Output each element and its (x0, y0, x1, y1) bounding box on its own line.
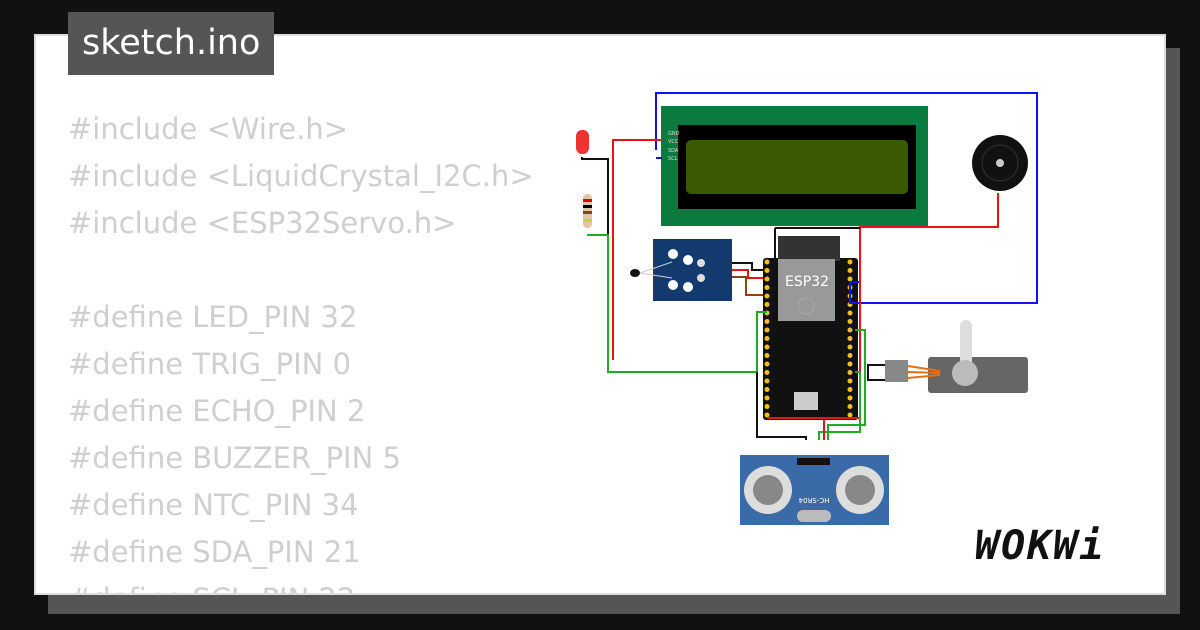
header-pin (847, 259, 853, 265)
header-pin (847, 387, 853, 392)
header-pin (764, 404, 770, 409)
header-pin (847, 319, 853, 324)
code-line: #define SCL_PIN 22 (68, 576, 534, 593)
code-line: #define ECHO_PIN 2 (68, 394, 366, 428)
sketch-title: sketch.ino (68, 12, 275, 75)
lcd-display: GND VCC SDA SCL (661, 106, 928, 226)
header-pin (764, 370, 770, 375)
lcd-pin-gnd: GND (668, 131, 680, 137)
header-pin (764, 336, 770, 341)
header-pin (764, 259, 770, 265)
header-pin (847, 344, 853, 350)
header-pin (847, 361, 853, 367)
header-pin (847, 276, 853, 282)
code-line: #define TRIG_PIN 0 (68, 347, 352, 381)
wires (581, 92, 1038, 440)
header-pin (764, 285, 770, 290)
code-line: #include <ESP32Servo.h> (68, 206, 457, 240)
code-line: #define SDA_PIN 21 (68, 535, 361, 569)
header-pin (764, 344, 770, 350)
code-line: #define BUZZER_PIN 5 (68, 441, 401, 475)
header-pin (847, 268, 853, 273)
lcd-pin-scl: SCL (668, 156, 678, 162)
header-pin (764, 387, 770, 392)
header-pin (847, 370, 853, 375)
header-pin (764, 319, 770, 324)
preview-card: #include <Wire.h> #include <LiquidCrystal… (34, 34, 1166, 595)
header-pin (764, 268, 770, 273)
wokwi-logo: WOKWi (975, 523, 1106, 569)
header-pin (847, 378, 853, 384)
resistor (583, 194, 592, 228)
code-preview: #include <Wire.h> #include <LiquidCrystal… (68, 106, 534, 593)
header-pin (847, 310, 853, 316)
header-pin (764, 293, 770, 299)
ultrasonic-sensor: HC-SR04 (740, 455, 889, 525)
header-pin (764, 378, 770, 384)
esp32-board: ESP32 (763, 236, 858, 420)
lcd-pin-vcc: VCC (668, 139, 679, 145)
code-line: #define LED_PIN 32 (68, 300, 358, 334)
header-pin (764, 302, 770, 307)
servo-motor (885, 320, 1028, 393)
code-line: #define NTC_PIN 34 (68, 488, 359, 522)
header-pin (847, 412, 853, 418)
header-pin (764, 327, 770, 333)
buzzer (972, 135, 1028, 191)
code-line: #include <LiquidCrystal_I2C.h> (68, 159, 534, 193)
header-pin (764, 412, 770, 418)
header-pin (847, 353, 853, 358)
lcd-pin-sda: SDA (668, 148, 679, 154)
esp32-label: ESP32 (785, 274, 829, 290)
header-pin (847, 327, 853, 333)
header-pin (764, 353, 770, 358)
header-pin (847, 395, 853, 401)
header-pin (764, 276, 770, 282)
hcsr04-label: HC-SR04 (798, 496, 829, 504)
header-pin (847, 336, 853, 341)
header-pin (764, 361, 770, 367)
code-line: #include <Wire.h> (68, 112, 349, 146)
header-pin (847, 404, 853, 409)
header-pin (764, 395, 770, 401)
led (576, 130, 589, 154)
ntc-sensor (630, 239, 732, 301)
